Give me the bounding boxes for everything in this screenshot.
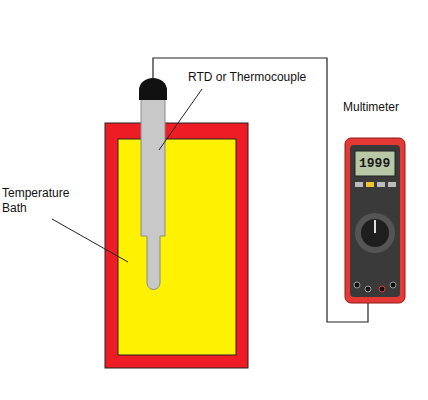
bath-wall	[105, 123, 248, 368]
instrument-label: Multimeter	[343, 100, 399, 115]
dial-pointer	[374, 220, 376, 233]
multimeter-face	[350, 145, 400, 297]
button	[377, 182, 385, 187]
jack	[354, 282, 360, 288]
probe-cap	[139, 78, 167, 100]
display-reading: 1999	[359, 156, 390, 171]
probe	[141, 96, 165, 290]
button	[388, 182, 396, 187]
bath-label: Temperature Bath	[2, 186, 76, 216]
jack	[379, 286, 385, 292]
button	[366, 182, 374, 187]
lcd-screen	[355, 151, 395, 176]
dial-ring	[355, 213, 395, 253]
probe-label: RTD or Thermocouple	[188, 70, 306, 85]
multimeter-body	[345, 138, 405, 303]
jack	[390, 282, 396, 288]
leader-line	[52, 219, 128, 262]
leader-line	[159, 89, 202, 150]
bath-liquid	[118, 139, 236, 355]
button	[355, 182, 363, 187]
jack	[365, 286, 371, 292]
dial	[361, 219, 389, 247]
wire	[153, 58, 368, 322]
